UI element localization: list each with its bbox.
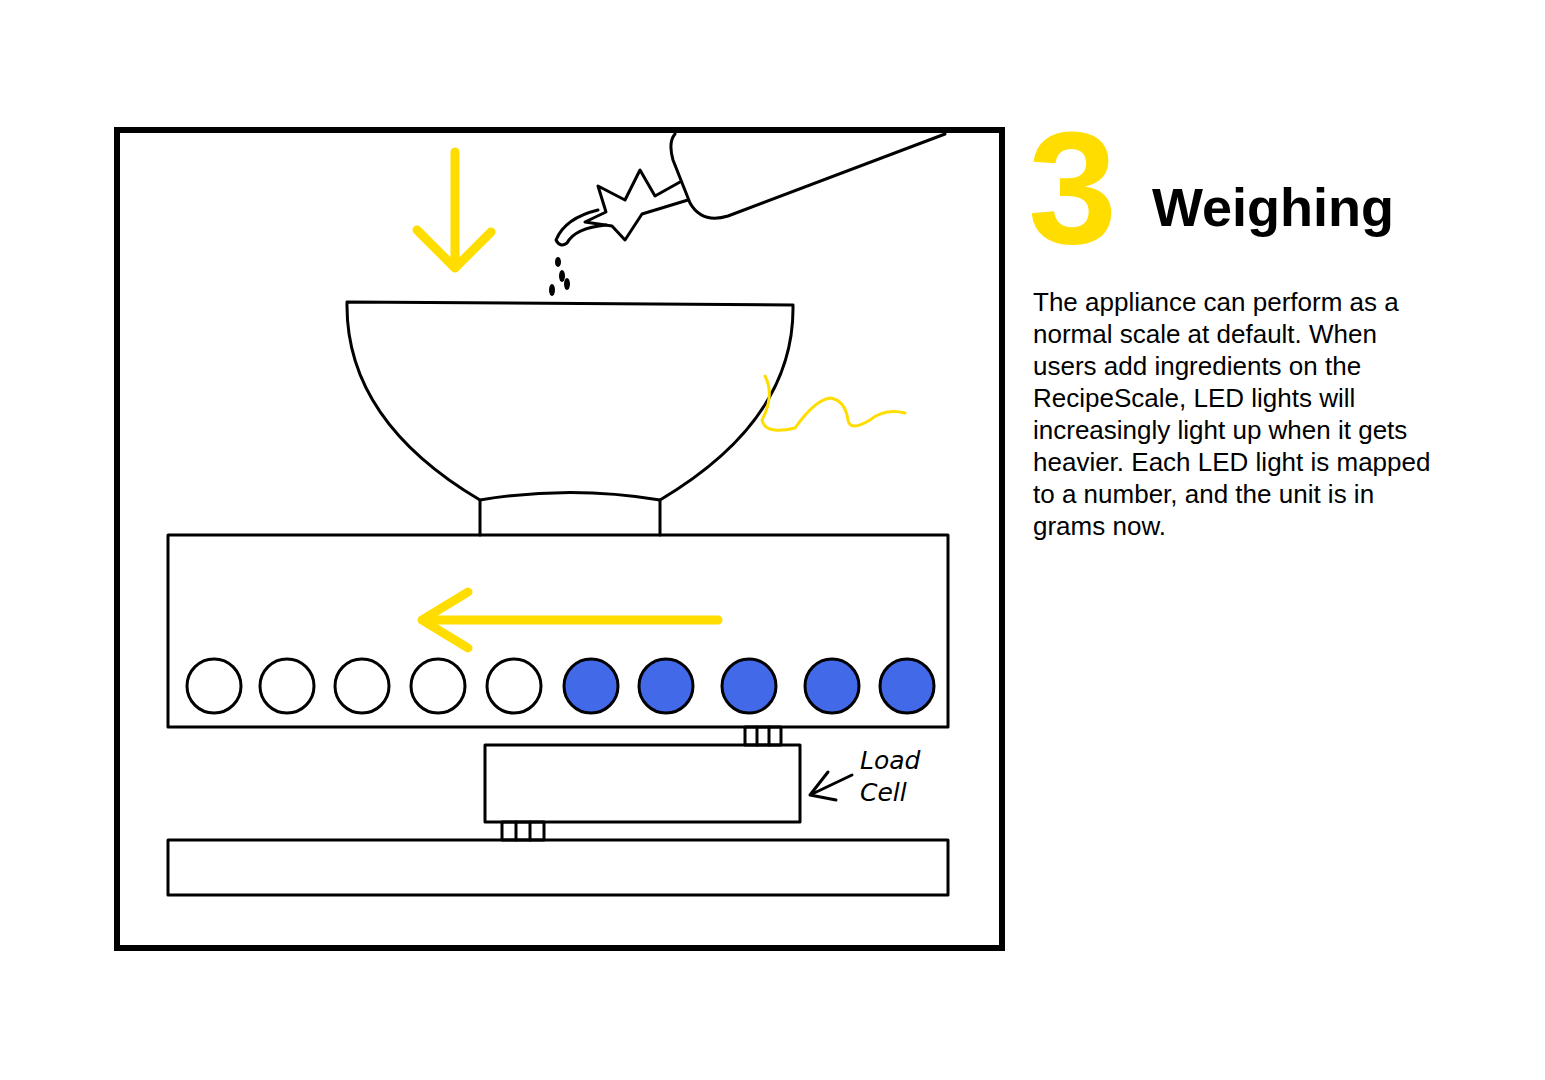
- bottle-body: [671, 134, 945, 218]
- bottle-spout: [556, 210, 606, 245]
- led-row: [187, 659, 934, 713]
- panel-caption: The appliance can perform as a normal sc…: [1033, 286, 1443, 542]
- connector-leg: [502, 822, 544, 840]
- bowl: [347, 302, 793, 500]
- scale-base: [168, 840, 948, 895]
- step-number: 3: [1028, 108, 1117, 268]
- down-arrow: [417, 152, 491, 268]
- scale-top: [168, 535, 948, 727]
- callout-label: Load Cell: [860, 745, 930, 809]
- panel-title: Weighing: [1152, 178, 1394, 237]
- bowl-foot: [480, 500, 660, 535]
- connector-leg: [745, 727, 781, 745]
- leader-arrow: [810, 772, 852, 800]
- connector-leg-lines: [757, 727, 769, 745]
- bottle-cap: [585, 170, 688, 240]
- vibration-squiggle: [762, 376, 905, 430]
- connector-leg-lines: [516, 822, 530, 840]
- left-arrow: [422, 592, 718, 648]
- panel-frame: [117, 130, 1002, 948]
- drops: [549, 257, 570, 296]
- load-cell-box: [485, 745, 800, 822]
